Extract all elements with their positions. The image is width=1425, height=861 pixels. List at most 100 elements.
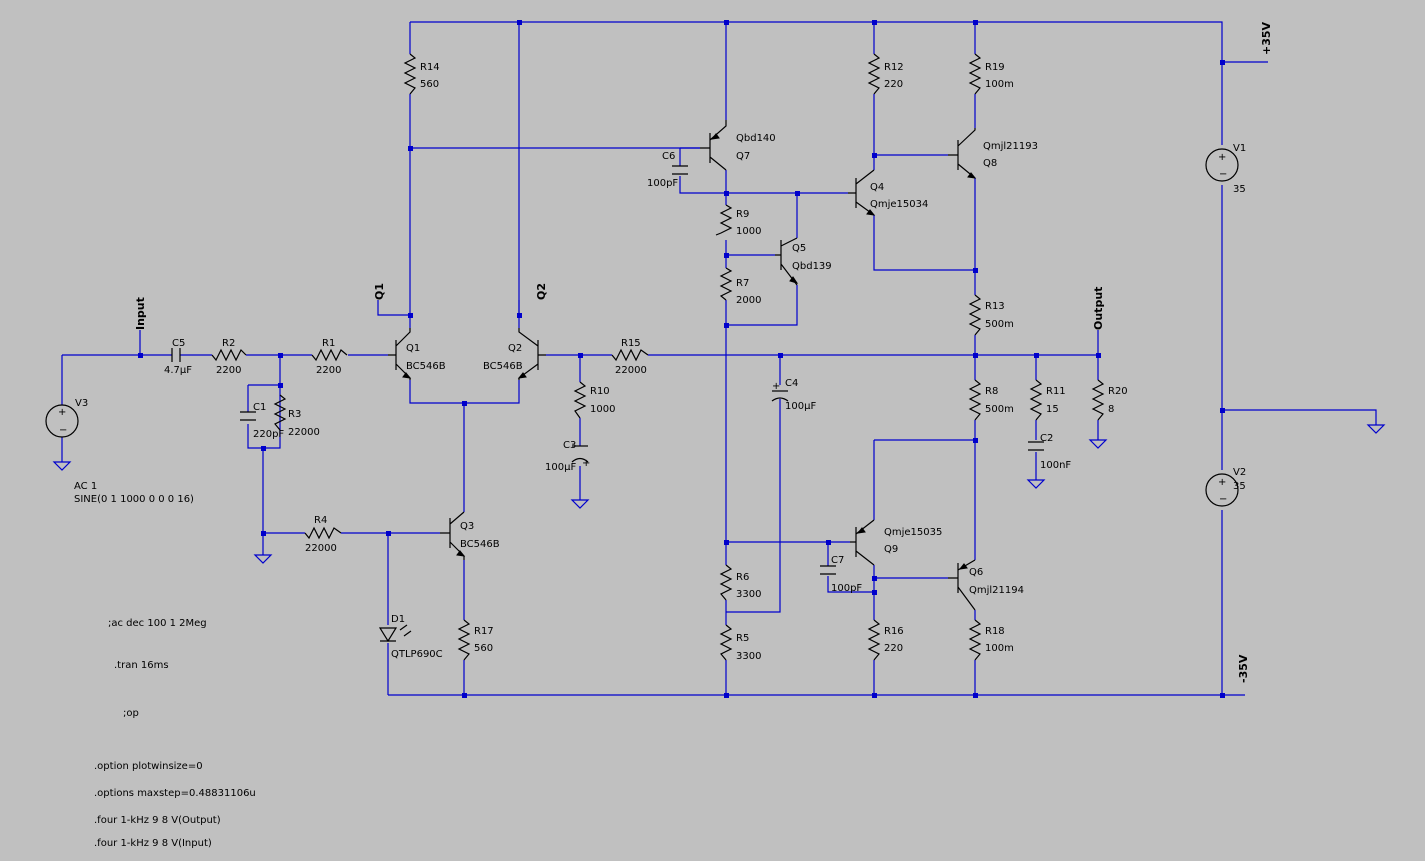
r12-value: 220	[884, 79, 903, 90]
resistor-r15[interactable]: R15 22000	[611, 338, 649, 376]
q4-model: Qmje15034	[870, 199, 928, 210]
v1-name: V1	[1233, 143, 1246, 154]
resistor-r16[interactable]: R16 220	[867, 619, 904, 661]
capacitor-c2[interactable]: C2 100nF	[1028, 433, 1071, 471]
c3-value: 100µF	[545, 462, 576, 473]
v2-plus: +	[1218, 477, 1226, 488]
v3-minus: −	[59, 425, 67, 436]
capacitor-c5[interactable]: C5 4.7µF	[164, 338, 192, 376]
c7-value: 100pF	[831, 583, 862, 594]
c4-name: C4	[785, 378, 798, 389]
r8-value: 500m	[985, 404, 1014, 415]
resistor-r1[interactable]: R1 2200	[311, 338, 348, 376]
source-v1[interactable]: + − V1 35	[1205, 143, 1246, 195]
capacitor-c4[interactable]: + C4 100µF	[771, 378, 816, 412]
ground-icon	[1366, 424, 1386, 434]
c7-name: C7	[831, 555, 844, 566]
r6-name: R6	[736, 572, 749, 583]
r5-name: R5	[736, 633, 749, 644]
directive-plotwinsize: .option plotwinsize=0	[94, 761, 203, 772]
transistor-q9[interactable]: Qmje15035 Q9	[850, 519, 942, 566]
transistor-q5[interactable]: Q5 Qbd139	[775, 237, 832, 286]
spice-directives: ;ac dec 100 1 2Meg .tran 16ms ;op .optio…	[94, 618, 256, 849]
v3-line1: AC 1	[74, 481, 97, 492]
resistor-r3[interactable]: R3 22000	[273, 394, 320, 438]
v2-name: V2	[1233, 467, 1246, 478]
wires	[61, 21, 1377, 696]
resistor-r9[interactable]: R9 1000	[715, 204, 761, 237]
resistor-r4[interactable]: R4 22000	[304, 515, 342, 554]
r7-name: R7	[736, 278, 749, 289]
junctions	[138, 20, 1225, 698]
source-v2[interactable]: + − V2 35	[1205, 467, 1246, 507]
net-label-output: Output	[1092, 287, 1105, 330]
ground-icon	[52, 461, 72, 471]
directive-tran: .tran 16ms	[114, 660, 169, 671]
v2-minus: −	[1219, 494, 1227, 505]
capacitor-c6[interactable]: C6 100pF	[647, 151, 688, 189]
r16-name: R16	[884, 626, 904, 637]
c4-plus: +	[772, 381, 780, 392]
r6-value: 3300	[736, 589, 761, 600]
c3-plus: +	[582, 458, 590, 469]
q1-model: BC546B	[406, 361, 446, 372]
c6-value: 100pF	[647, 178, 678, 189]
resistor-r18[interactable]: R18 100m	[968, 619, 1014, 661]
resistor-r6[interactable]: R6 3300	[719, 564, 761, 601]
r2-value: 2200	[216, 365, 241, 376]
d1-name: D1	[391, 614, 405, 625]
c1-value: 220pF	[253, 429, 284, 440]
transistor-q3[interactable]: Q3 BC546B	[440, 511, 500, 560]
r3-name: R3	[288, 409, 301, 420]
q6-model: Qmjl21194	[969, 585, 1024, 596]
resistor-r14[interactable]: R14 560	[403, 53, 440, 95]
c4-value: 100µF	[785, 401, 816, 412]
capacitor-c3[interactable]: + C3 100µF	[545, 440, 590, 473]
transistor-q7[interactable]: Qbd140 Q7	[700, 120, 776, 171]
c3-name: C3	[563, 440, 576, 451]
r15-name: R15	[621, 338, 641, 349]
q7-name: Q7	[736, 151, 750, 162]
transistor-q2[interactable]: Q2 BC546B	[483, 328, 546, 380]
r1-value: 2200	[316, 365, 341, 376]
resistor-r7[interactable]: R7 2000	[719, 267, 761, 306]
q4-name: Q4	[870, 182, 884, 193]
c2-name: C2	[1040, 433, 1053, 444]
directive-ac: ;ac dec 100 1 2Meg	[108, 618, 207, 629]
r18-name: R18	[985, 626, 1005, 637]
q3-model: BC546B	[460, 539, 500, 550]
resistor-r12[interactable]: R12 220	[867, 53, 904, 95]
v2-value: 35	[1233, 481, 1246, 492]
transistor-q6[interactable]: Q6 Qmjl21194	[948, 559, 1024, 611]
r4-name: R4	[314, 515, 327, 526]
net-label-q1: Q1	[373, 283, 386, 300]
q2-model: BC546B	[483, 361, 523, 372]
q8-model: Qmjl21193	[983, 141, 1038, 152]
resistor-r13[interactable]: R13 500m	[968, 294, 1014, 336]
r4-value: 22000	[305, 543, 337, 554]
transistor-q8[interactable]: Qmjl21193 Q8	[948, 128, 1038, 179]
resistor-r20[interactable]: R20 8	[1091, 379, 1128, 421]
capacitor-c7[interactable]: C7 100pF	[820, 555, 862, 594]
net-label-vpos: +35V	[1260, 21, 1273, 55]
resistor-r2[interactable]: R2 2200	[211, 338, 247, 376]
v1-plus: +	[1218, 152, 1226, 163]
resistor-r10[interactable]: R10 1000	[573, 381, 615, 419]
source-v3[interactable]: + − V3 AC 1 SINE(0 1 1000 0 0 0 16)	[45, 398, 194, 505]
r15-value: 22000	[615, 365, 647, 376]
resistor-r19[interactable]: R19 100m	[968, 53, 1014, 95]
resistor-r17[interactable]: R17 560	[457, 619, 494, 661]
c5-name: C5	[172, 338, 185, 349]
r7-value: 2000	[736, 295, 761, 306]
diode-d1[interactable]: D1 QTLP690C	[378, 614, 443, 660]
r5-value: 3300	[736, 651, 761, 662]
capacitor-c1[interactable]: C1 220pF	[240, 402, 284, 440]
transistor-q1[interactable]: Q1 BC546B	[388, 328, 446, 380]
v1-minus: −	[1219, 169, 1227, 180]
resistor-r8[interactable]: R8 500m	[968, 379, 1014, 421]
r17-name: R17	[474, 626, 494, 637]
transistor-q4[interactable]: Q4 Qmje15034	[848, 169, 928, 216]
resistor-r5[interactable]: R5 3300	[719, 624, 761, 662]
resistor-r11[interactable]: R11 15	[1029, 379, 1066, 421]
